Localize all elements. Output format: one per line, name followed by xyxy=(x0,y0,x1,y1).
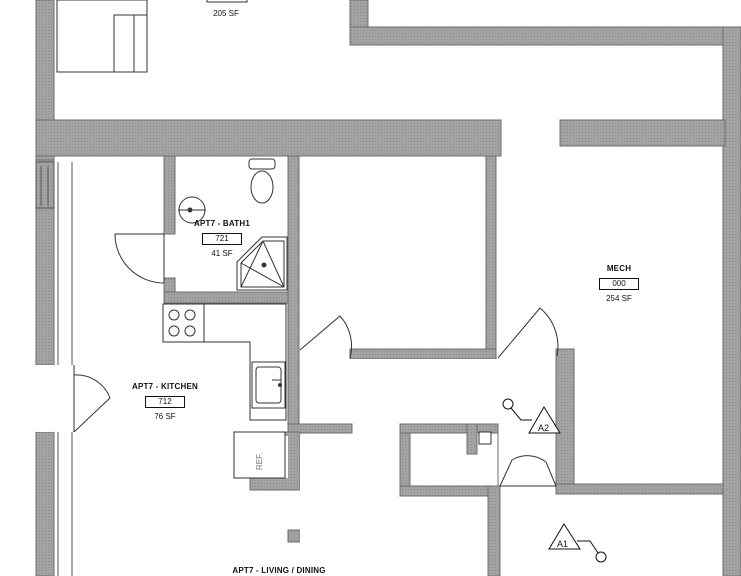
wall-left-lower xyxy=(35,159,55,366)
wall-corridor-bottom xyxy=(555,483,724,495)
refrigerator xyxy=(233,431,286,479)
room-tag-top-box xyxy=(206,0,248,3)
room-name-bath1: APT7 - BATH1 xyxy=(193,219,251,228)
wall-bath-bottom xyxy=(163,291,289,304)
door-bath xyxy=(114,233,165,284)
openings xyxy=(36,0,722,576)
room-label-kitchen: APT7 - KITCHEN 712 76 SF xyxy=(132,382,198,421)
wall-right-exterior xyxy=(722,26,741,576)
wall-closet-top xyxy=(399,423,499,434)
wall-mid-room-bottom xyxy=(349,348,497,360)
room-label-mech: MECH 000 254 SF xyxy=(599,264,639,303)
wall-mech-top xyxy=(559,119,726,147)
room-name-mech: MECH xyxy=(606,264,632,273)
shower xyxy=(236,236,288,291)
room-number-mech: 000 xyxy=(599,278,639,290)
window-left xyxy=(35,161,73,576)
stove xyxy=(162,303,205,343)
door-closet xyxy=(499,455,557,487)
room-label-bath1: APT7 - BATH1 721 41 SF xyxy=(194,219,250,258)
room-label-living: APT7 - LIVING / DINING xyxy=(232,566,325,575)
room-area-kitchen: 76 SF xyxy=(154,412,176,421)
tag-a2 xyxy=(502,398,561,434)
wall-left-bottom xyxy=(35,431,55,576)
column xyxy=(287,529,301,543)
wall-mid-room-right xyxy=(485,155,497,357)
wall-closet-left xyxy=(399,423,411,497)
wall-middle-horizontal xyxy=(35,119,502,157)
room-label-top: 205 SF xyxy=(213,6,239,18)
room-name-kitchen: APT7 - KITCHEN xyxy=(132,382,198,391)
door-mech xyxy=(497,307,559,359)
wall-corridor-left xyxy=(555,348,575,490)
room-area-bath1: 41 SF xyxy=(211,249,233,258)
toilet-tank xyxy=(248,158,276,170)
tag-a2-label: A2 xyxy=(538,423,549,433)
tag-a1 xyxy=(548,523,607,563)
room-number-kitchen: 712 xyxy=(144,396,185,408)
room-area-top: 205 SF xyxy=(213,9,239,18)
doors xyxy=(73,233,559,487)
door-mid-room xyxy=(299,315,353,359)
wall-bath-left xyxy=(163,155,176,235)
closet-small-box xyxy=(478,431,492,445)
room-number-bath1: 721 xyxy=(201,233,242,245)
room-name-living: APT7 - LIVING / DINING xyxy=(232,566,326,575)
wall-closet-right xyxy=(487,485,501,576)
wall-closet-mid xyxy=(466,423,478,455)
wall-kitchen-stub xyxy=(287,423,353,434)
refrigerator-label: REF. xyxy=(255,453,264,470)
wall-bath-right xyxy=(287,155,300,437)
toilet xyxy=(250,170,274,204)
counter xyxy=(204,303,287,421)
tag-a1-label: A1 xyxy=(557,539,568,549)
walls xyxy=(35,0,741,576)
kitchen-sink xyxy=(251,361,286,409)
wall-closet-bottom xyxy=(399,485,499,497)
wall-top-right-horizontal xyxy=(349,26,741,46)
fixtures xyxy=(56,0,492,479)
room-area-mech: 254 SF xyxy=(606,294,632,303)
